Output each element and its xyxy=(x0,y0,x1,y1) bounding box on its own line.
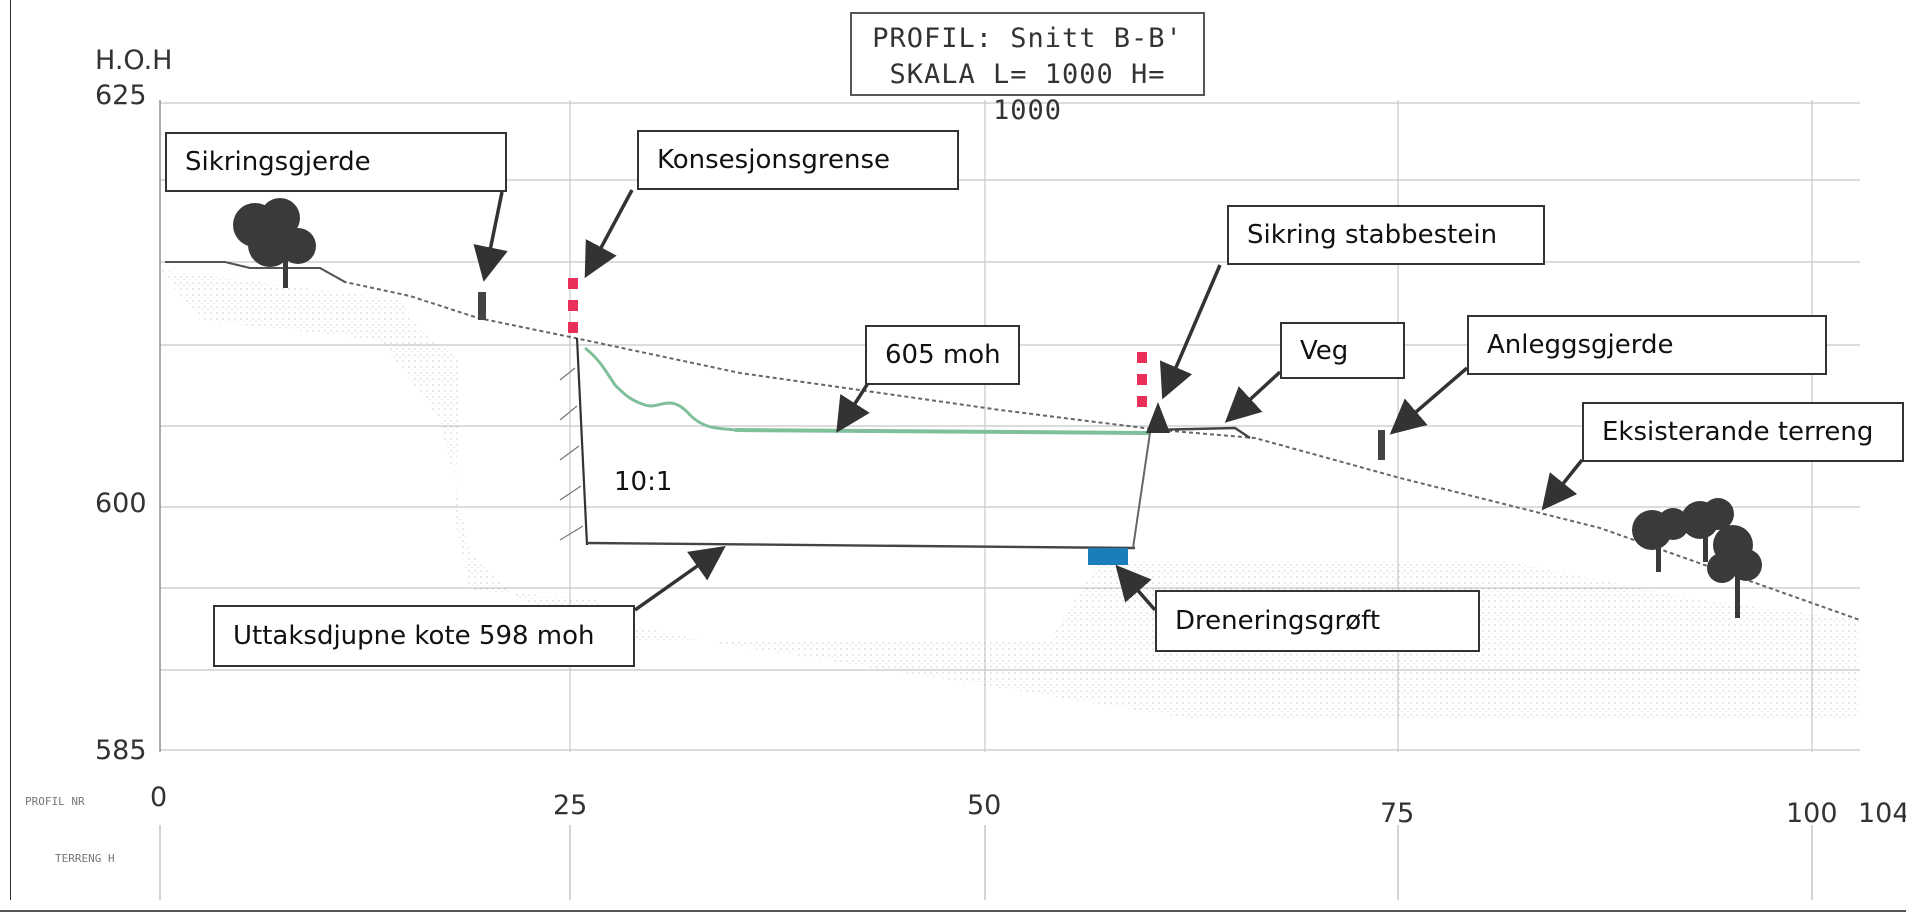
pit-floor-598 xyxy=(586,541,1136,550)
slope-ratio-label: 10:1 xyxy=(614,467,673,497)
y-tick-585: 585 xyxy=(95,735,147,766)
hatch-left-wall xyxy=(559,367,584,541)
callout-konsesjonsgrense: Konsesjonsgrense xyxy=(637,130,959,190)
callout-605-moh: 605 moh xyxy=(865,325,1020,385)
terrain-top-left xyxy=(165,261,346,283)
callout-sikringsgjerde: Sikringsgjerde xyxy=(165,132,507,192)
drainage-ditch xyxy=(1088,548,1128,565)
pit-wall-left xyxy=(575,337,589,546)
callout-sikring-stabbestein: Sikring stabbestein xyxy=(1227,205,1545,265)
boundary-marker-left xyxy=(568,278,578,333)
callout-veg: Veg xyxy=(1280,322,1405,379)
x-tick-50: 50 xyxy=(967,790,1002,821)
tree-icon xyxy=(1707,525,1762,618)
terrain-row-label: TERRENG H xyxy=(55,852,115,865)
floor-605-line xyxy=(734,428,1151,435)
arrow-icon xyxy=(473,191,508,282)
existing-terrain-line xyxy=(165,261,1861,621)
tree-icon xyxy=(1632,508,1689,572)
sheet-border-bottom xyxy=(0,910,1906,912)
arrow-icon xyxy=(1115,564,1157,612)
callout-dreneringsgroft: Dreneringsgrøft xyxy=(1155,590,1480,652)
callout-uttaksdjupne: Uttaksdjupne kote 598 moh xyxy=(213,605,635,667)
title-line-2: SKALA L= 1000 H= 1000 xyxy=(889,59,1166,126)
arrow-icon xyxy=(1224,370,1282,423)
callout-arrows xyxy=(473,189,1584,612)
x-tick-104: 104 xyxy=(1858,798,1906,829)
pit-wall-right xyxy=(1132,432,1151,549)
title-line-1: PROFIL: Snitt B-B' xyxy=(872,23,1183,54)
x-tick-100: 100 xyxy=(1786,798,1838,829)
tree-icon xyxy=(1681,498,1734,562)
pit-slope-green xyxy=(584,346,736,432)
arrow-icon xyxy=(836,379,872,433)
y-axis-title: H.O.H xyxy=(95,45,173,76)
y-tick-600: 600 xyxy=(95,488,147,519)
arrow-icon xyxy=(1389,366,1469,435)
road-line xyxy=(1149,426,1251,439)
title-block: PROFIL: Snitt B-B' SKALA L= 1000 H= 1000 xyxy=(850,12,1205,126)
callout-anleggsgjerde: Anleggsgjerde xyxy=(1467,315,1827,375)
x-tick-75: 75 xyxy=(1380,798,1415,829)
profile-row-label: PROFIL NR xyxy=(25,795,85,808)
y-tick-625: 625 xyxy=(95,80,147,111)
fence-post-icon xyxy=(478,292,486,320)
arrow-icon xyxy=(584,189,634,279)
callout-eksisterande-terreng: Eksisterande terreng xyxy=(1582,402,1904,462)
sheet-border-left xyxy=(10,0,11,900)
boundary-marker-right xyxy=(1137,352,1147,407)
arrow-icon xyxy=(1159,264,1222,400)
terrain-row-ticks xyxy=(159,825,1813,900)
x-tick-25: 25 xyxy=(553,790,588,821)
x-tick-0: 0 xyxy=(150,782,168,813)
fence-post-icon xyxy=(1378,430,1385,460)
stone-icon xyxy=(1146,402,1170,433)
arrow-icon xyxy=(633,545,726,612)
arrow-icon xyxy=(1541,458,1584,511)
tree-icon xyxy=(233,198,316,288)
